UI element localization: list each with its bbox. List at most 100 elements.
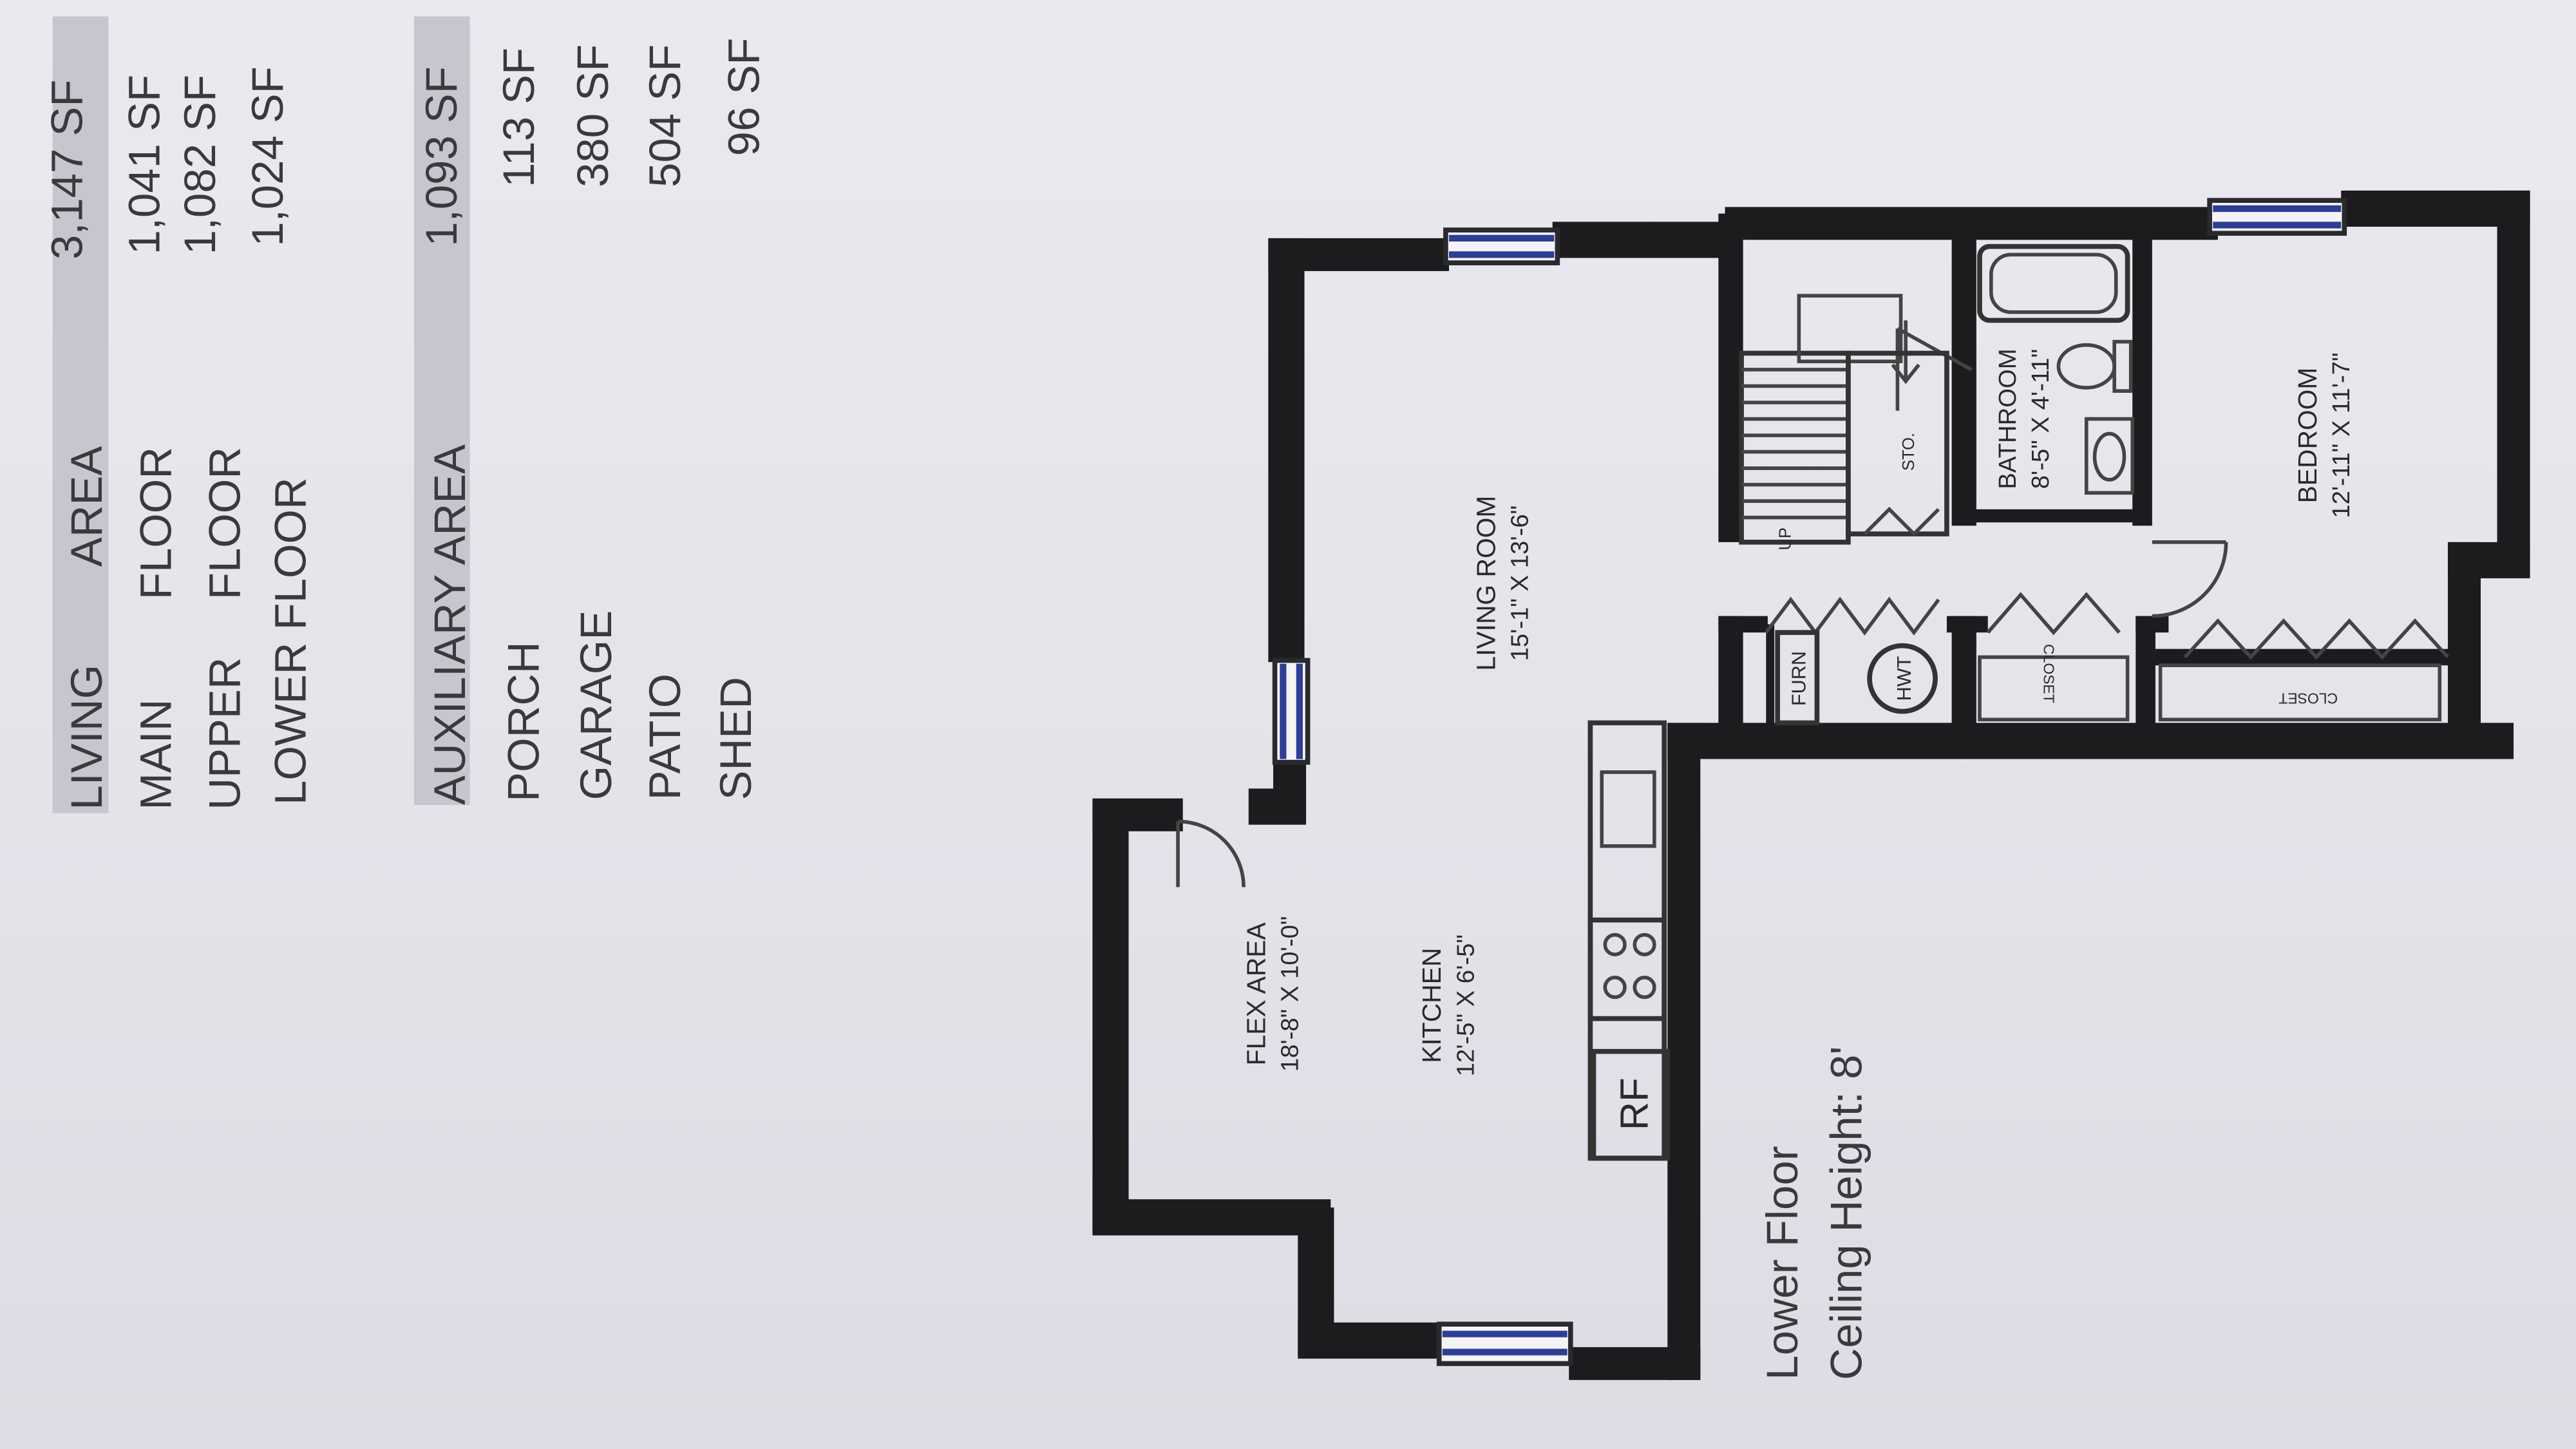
wall-furn-divider	[1766, 624, 1775, 732]
closet-a-label: CLOSET	[2040, 644, 2057, 703]
living-heading-value: 3,147 SF	[43, 80, 92, 260]
wall-bath-bed	[2132, 213, 2152, 526]
patio-value: 504 SF	[640, 44, 690, 187]
living-room-size: 15'-1" X 13'-6"	[1506, 506, 1533, 661]
auxiliary-heading-highlight	[413, 16, 470, 805]
auxiliary-heading-value: 1,093 SF	[417, 66, 466, 246]
area-table: LIVING AREA 3,147 SF MAIN FLOOR 1,041 SF…	[43, 16, 769, 813]
wall-bottom-right	[1569, 1347, 1701, 1380]
kitchen-fixtures	[1587, 720, 1671, 1161]
main-floor-label: MAIN	[131, 699, 180, 810]
burner-2	[1633, 933, 1656, 956]
porch-value: 113 SF	[494, 48, 544, 187]
windows	[1272, 198, 2347, 1367]
door-bedroom	[2152, 540, 2228, 618]
toilet-bowl	[2056, 343, 2116, 390]
range-box	[1587, 917, 1667, 1021]
ceiling-height: Ceiling Height: 8'	[1821, 1046, 1871, 1379]
closet-b-shelf	[2158, 663, 2442, 722]
wall-living-left-upper	[1268, 238, 1305, 663]
wall-stair-left-lower	[1718, 616, 1743, 756]
bathroom-size: 8'-5" X 4'-11"	[2027, 349, 2054, 489]
floor-title: Lower Floor	[1757, 1146, 1807, 1380]
flex-area-name: FLEX AREA	[1241, 922, 1271, 1065]
lower-floor-label: LOWER FLOOR	[265, 477, 315, 805]
wall-living-left-lower	[1273, 761, 1307, 819]
wall-closet-a-top	[1946, 616, 1988, 633]
living-heading-label2: AREA	[62, 446, 111, 567]
porch-label: PORCH	[499, 641, 549, 802]
upper-floor-value: 1,082 SF	[175, 75, 225, 254]
stairs	[1739, 294, 1920, 545]
wall-flex-left	[1092, 801, 1129, 1233]
wall-bedroom-closet-top	[2152, 649, 2456, 666]
wall-stair-bath	[1951, 213, 1976, 526]
burner-1	[1603, 933, 1627, 956]
shed-label: SHED	[711, 677, 761, 800]
bedroom-size: 12'-11" X 11'-7"	[2327, 352, 2355, 518]
window-bottom	[1436, 1321, 1573, 1367]
wall-kitchen-right	[1667, 723, 1701, 1380]
kitchen-size: 12'-5" X 6'-5"	[1452, 934, 1479, 1076]
wall-closet-b-top	[2136, 616, 2169, 633]
bathroom-fixtures	[1977, 243, 2135, 495]
auxiliary-heading-label: AUXILIARY AREA	[425, 444, 475, 805]
closet-a-shelf	[1978, 655, 2130, 722]
main-floor-value: 1,041 SF	[119, 75, 169, 254]
flex-area-size: 18'-8" X 10'-0"	[1276, 916, 1303, 1072]
storage-label: STO.	[1900, 433, 1918, 471]
bifold-sto	[1863, 506, 1940, 537]
walls	[1092, 190, 2530, 1380]
stairs-up-label: UP	[1777, 527, 1795, 550]
patio-label: PATIO	[640, 674, 690, 800]
wall-rear-bottom	[1667, 723, 2514, 759]
window-living-top	[1443, 227, 1560, 265]
kitchen-name: KITCHEN	[1417, 948, 1446, 1063]
wall-bedroom-right-upper	[2497, 190, 2530, 559]
main-floor-label2: FLOOR	[131, 447, 180, 600]
wall-hall-top	[1718, 616, 1768, 633]
wall-flex-bottom	[1092, 1199, 1331, 1236]
living-heading-label: LIVING	[62, 665, 111, 810]
wall-bath-bottom	[1963, 509, 2136, 523]
kitchen-sink	[1600, 770, 1656, 848]
utility-fixtures	[1775, 630, 2442, 726]
sink-basin	[2092, 431, 2126, 482]
burner-4	[1633, 976, 1656, 999]
upper-floor-label: UPPER	[200, 657, 249, 810]
bedroom-name: BEDROOM	[2293, 368, 2322, 504]
water-heater-circle	[1867, 643, 1938, 714]
floor-caption: Lower Floor Ceiling Height: 8'	[1757, 1046, 1871, 1379]
door-flex-entry	[1176, 819, 1245, 887]
bifold-bedroom-closet	[2183, 618, 2450, 660]
furnace-label: FURN	[1788, 651, 1810, 706]
living-room-name: LIVING ROOM	[1471, 496, 1501, 671]
bifold-closet-a	[1986, 592, 2121, 636]
bathtub-inner	[1989, 252, 2118, 314]
living-heading-highlight	[52, 16, 109, 813]
room-labels: LIVING ROOM 15'-1" X 13'-6" FLEX AREA 18…	[1241, 348, 2355, 1130]
lower-floor-value: 1,024 SF	[243, 66, 292, 246]
refrigerator-label: RF	[1613, 1077, 1656, 1130]
window-living-left	[1272, 658, 1311, 765]
stair-treads	[1741, 368, 1848, 520]
wall-flex-top-left	[1092, 798, 1183, 831]
wall-living-top-right	[1552, 222, 1742, 258]
wall-closet-a-bottom	[1951, 616, 1976, 732]
water-heater-label: HWT	[1893, 656, 1915, 701]
bathtub	[1977, 243, 2130, 323]
toilet-tank	[2112, 339, 2133, 393]
upper-floor-label2: FLOOR	[200, 447, 249, 600]
stair-outline	[1739, 350, 1851, 545]
stair-arrow	[1891, 320, 1920, 384]
bathroom-name: BATHROOM	[1994, 348, 2022, 489]
bifold-hall	[1765, 596, 1940, 636]
shed-value: 96 SF	[719, 38, 769, 156]
storage-outline	[1846, 350, 1949, 536]
sink-counter	[2084, 417, 2135, 495]
closet-b-label: CLOSET	[2278, 690, 2338, 707]
closet-doors	[1765, 506, 2450, 660]
refrigerator-box	[1591, 1048, 1671, 1161]
doors	[1176, 327, 2228, 887]
